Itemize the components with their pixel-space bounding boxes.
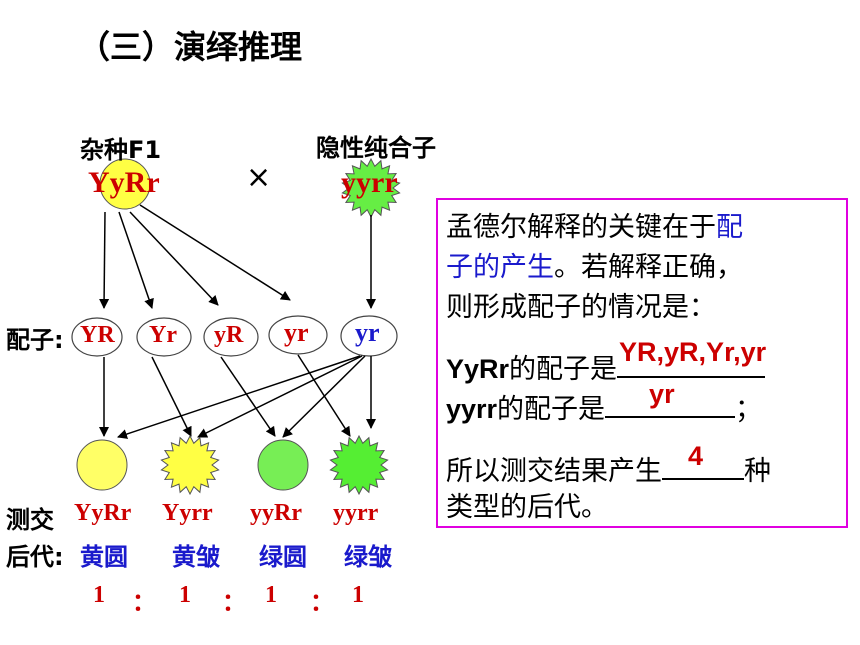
q2-blank: yr: [605, 379, 736, 418]
recessive-genotype: yyrr: [341, 166, 398, 199]
recessive-label: 隐性纯合子: [316, 134, 436, 162]
offspring-genotype-3: yyRr: [250, 500, 302, 526]
offspring-label-2: 后代:: [6, 543, 64, 571]
q3-text: 所以测交结果产生: [446, 456, 662, 487]
offspring-yellow-wrinkled: [160, 434, 220, 496]
f1-to-gamete-arrows: [99, 204, 291, 309]
offspring-yellow-round: [76, 439, 128, 491]
ratio-1: 1: [93, 582, 105, 608]
gamete-to-offspring-arrows: [99, 354, 376, 439]
offspring-green-round: [257, 439, 309, 491]
f1-parent-seed: [99, 158, 151, 210]
q1-text: 的配子是: [509, 354, 618, 385]
offspring-phenotype-1: 黄圆: [80, 543, 128, 571]
gamete-YR: YR: [80, 322, 115, 348]
highlight-text: 子的产生: [446, 252, 554, 283]
q1-genotype: YyRr: [446, 354, 510, 384]
ratio-3: 1: [265, 582, 277, 608]
q2-suffix: ；: [735, 394, 763, 425]
explanation-box: [436, 198, 848, 528]
explanation-line-1: 孟德尔解释的关键在于配: [446, 208, 743, 248]
explanation-text: 孟德尔解释的关键在于: [446, 212, 716, 243]
question-offspring-types: 所以测交结果产生 4 种: [446, 441, 771, 492]
f1-genotype: YyRr: [88, 166, 160, 199]
offspring-phenotype-2: 黄皱: [172, 543, 220, 571]
offspring-phenotype-3: 绿圆: [259, 543, 307, 571]
ratio-2: 1: [179, 582, 191, 608]
offspring-phenotype-4: 绿皱: [344, 543, 392, 571]
q1-blank: YR,yR,Yr,yr: [617, 337, 766, 378]
cross-symbol: ×: [246, 160, 272, 195]
offspring-genotype-1: YyRr: [74, 500, 132, 526]
gamete-yR: yR: [214, 322, 244, 348]
gamete-Yr: Yr: [149, 322, 177, 348]
q3-suffix: 种: [744, 456, 771, 487]
explanation-line-final: 类型的后代。: [446, 492, 608, 523]
gamete-yr: yr: [284, 318, 309, 347]
q2-text: 的配子是: [497, 394, 606, 425]
ratio-sep-2: ：: [222, 590, 246, 616]
q1-answer: YR,yR,Yr,yr: [619, 337, 767, 367]
gametes-label: 配子:: [6, 326, 64, 354]
ratio-sep-3: ：: [310, 590, 334, 616]
ratio-4: 1: [352, 582, 364, 608]
q2-answer: yr: [649, 379, 675, 409]
explanation-line-2: 子的产生。若解释正确，: [446, 248, 743, 288]
q2-genotype: yyrr: [446, 394, 498, 424]
ratio-sep-1: ：: [132, 590, 156, 616]
q3-answer: 4: [688, 441, 704, 471]
f1-label: 杂种F1: [80, 136, 162, 164]
question-recessive-gametes: yyrr的配子是 yr ；: [446, 379, 763, 430]
offspring-label-1: 测交: [6, 506, 54, 534]
gamete-ellipses: [71, 315, 398, 357]
page-title: （三）演绎推理: [78, 28, 303, 66]
q3-blank: 4: [662, 441, 744, 480]
offspring-genotype-2: Yyrr: [162, 500, 213, 526]
offspring-green-wrinkled: [329, 434, 389, 496]
highlight-text: 配: [716, 212, 743, 243]
offspring-genotype-4: yyrr: [333, 500, 379, 526]
explanation-line-3: 则形成配子的情况是：: [446, 292, 716, 323]
explanation-text: 。若解释正确，: [554, 252, 743, 283]
gamete-recessive-yr: yr: [355, 318, 380, 347]
